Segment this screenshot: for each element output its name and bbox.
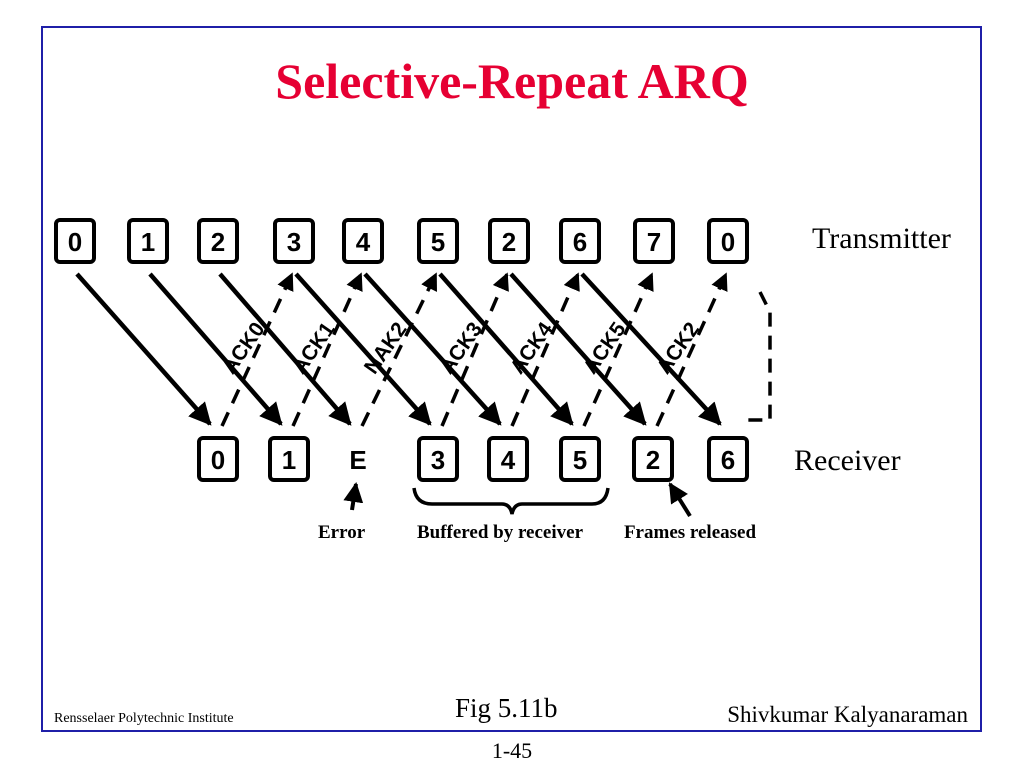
ack-label: NAK2 — [360, 318, 412, 378]
figure-caption: Fig 5.11b — [455, 693, 558, 723]
buffered-note: Buffered by receiver — [417, 522, 584, 543]
tx-frame-label: 6 — [573, 227, 587, 257]
buffered-brace — [412, 487, 610, 515]
tx-frame: 0 — [707, 218, 749, 264]
ack-arrows — [220, 272, 772, 427]
rx-frame: 2 — [632, 436, 674, 482]
ack-arrow — [360, 272, 438, 427]
tx-frame-label: 4 — [356, 227, 371, 257]
data-frame-arrow — [75, 272, 212, 426]
rx-frame: 6 — [707, 436, 749, 482]
tx-frame: 2 — [197, 218, 239, 264]
data-frame-arrow — [218, 272, 352, 426]
ack-label: ACK3 — [435, 318, 487, 378]
ack-arrow — [582, 272, 654, 427]
rx-error-marker: E — [349, 445, 366, 475]
tx-frame-box — [633, 218, 675, 264]
tx-frame-label: 2 — [502, 227, 516, 257]
error-note: Error — [318, 522, 366, 543]
rx-frame-box — [417, 436, 459, 482]
tx-frame-box — [707, 218, 749, 264]
slide-title: Selective-Repeat ARQ — [275, 53, 749, 109]
tx-frame-label: 0 — [721, 227, 735, 257]
ack-arrow — [291, 272, 363, 427]
receiver-frames: 0 1 E 3 4 5 2 6 — [197, 436, 749, 482]
ack-label: ACK2 — [652, 318, 704, 378]
rx-frame-box — [707, 436, 749, 482]
rx-frame-label: 0 — [211, 445, 225, 475]
slide-number: 1-45 — [491, 738, 533, 763]
rx-frame-box — [197, 436, 239, 482]
rx-frame: 5 — [559, 436, 601, 482]
tx-frame-box — [559, 218, 601, 264]
ack-arrow — [510, 272, 580, 427]
released-pointer-arrow — [668, 482, 692, 518]
ack-label: ACK5 — [579, 318, 631, 378]
data-frame-arrows — [75, 272, 722, 426]
data-frame-arrow — [580, 272, 722, 426]
tx-frame-box — [273, 218, 315, 264]
rx-frame-label: 5 — [573, 445, 587, 475]
rx-frame-box — [268, 436, 310, 482]
released-note: Frames released — [624, 522, 757, 543]
tx-frame: 3 — [273, 218, 315, 264]
tx-frame-box — [417, 218, 459, 264]
transmitter-frames: 0 1 2 3 4 5 2 6 7 0 — [54, 218, 749, 264]
data-frame-arrow — [438, 272, 574, 426]
tx-frame-label: 5 — [431, 227, 445, 257]
footer-institution: Rensselaer Polytechnic Institute — [54, 711, 234, 726]
rx-frame: 1 — [268, 436, 310, 482]
tx-frame-label: 7 — [647, 227, 661, 257]
rx-frame-box — [559, 436, 601, 482]
ack-label: ACK0 — [218, 318, 270, 378]
rx-frame: 4 — [487, 436, 529, 482]
data-frame-arrow — [363, 272, 502, 426]
ack-label: ACK1 — [288, 318, 340, 378]
ack-arrow — [220, 272, 294, 427]
tx-frame-label: 1 — [141, 227, 155, 257]
rx-frame-box — [487, 436, 529, 482]
tx-frame: 1 — [127, 218, 169, 264]
ack-arrow-tail — [748, 291, 772, 422]
tx-frame: 0 — [54, 218, 96, 264]
slide-border — [41, 26, 982, 732]
tx-frame: 6 — [559, 218, 601, 264]
tx-frame: 7 — [633, 218, 675, 264]
error-pointer-arrow — [343, 482, 364, 511]
data-frame-arrow — [509, 272, 647, 426]
tx-frame-label: 3 — [287, 227, 301, 257]
rx-frame-label: 4 — [501, 445, 516, 475]
receiver-label: Receiver — [794, 444, 901, 477]
rx-frame: 0 — [197, 436, 239, 482]
tx-frame-label: 2 — [211, 227, 225, 257]
ack-arrow — [440, 272, 509, 427]
rx-frame: 3 — [417, 436, 459, 482]
tx-frame-box — [342, 218, 384, 264]
tx-frame: 2 — [488, 218, 530, 264]
transmitter-label: Transmitter — [812, 222, 951, 255]
footer-author: Shivkumar Kalyanaraman — [727, 702, 968, 727]
data-frame-arrow — [294, 272, 432, 426]
annotations: Error Buffered by receiver Frames released — [318, 482, 757, 543]
tx-frame-label: 0 — [68, 227, 82, 257]
rx-frame-label: E — [349, 445, 366, 475]
rx-frame-label: 6 — [721, 445, 735, 475]
rx-frame-label: 2 — [646, 445, 660, 475]
rx-frame-box — [632, 436, 674, 482]
rx-frame-label: 3 — [431, 445, 445, 475]
tx-frame-box — [54, 218, 96, 264]
tx-frame-box — [488, 218, 530, 264]
ack-label: ACK4 — [506, 318, 558, 378]
tx-frame-box — [127, 218, 169, 264]
ack-arrow — [655, 272, 728, 427]
tx-frame-box — [197, 218, 239, 264]
rx-frame-label: 1 — [282, 445, 296, 475]
tx-frame: 4 — [342, 218, 384, 264]
tx-frame: 5 — [417, 218, 459, 264]
data-frame-arrow — [148, 272, 283, 426]
